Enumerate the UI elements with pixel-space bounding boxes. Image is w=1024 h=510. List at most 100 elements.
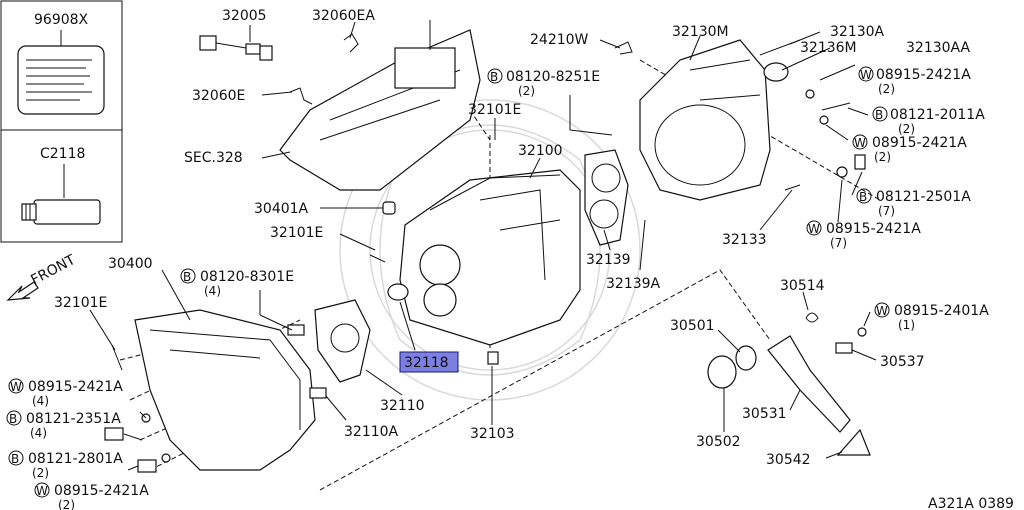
bearing-retainer (314, 299, 371, 383)
callout-part: 08915-2421A (28, 379, 123, 395)
clutch-housing (134, 309, 316, 471)
callout-08915-2421A-e: W 08915-2421A (2) (34, 482, 149, 510)
harness-clip-icon (614, 41, 633, 55)
label-32101E-top: 32101E (468, 102, 521, 118)
callout-qty: (7) (830, 236, 847, 250)
highlight-box[interactable] (399, 351, 459, 373)
callout-qty: (2) (878, 82, 895, 96)
label-32133: 32133 (722, 232, 767, 248)
label-30401A: 30401A (254, 201, 309, 217)
callout-part: 08915-2421A (826, 221, 921, 237)
label-lines (26, 59, 92, 101)
label-32101E-left: 32101E (54, 295, 107, 311)
label-32060E: 32060E (192, 88, 245, 104)
callout-08915-2421A-c: W 08915-2421A (7) (806, 220, 921, 250)
callout-prefix: B (183, 270, 191, 284)
callout-part: 08121-2351A (26, 411, 121, 427)
diagram-code: A321A 0389 (928, 496, 1014, 510)
label-24210W: 24210W (530, 32, 589, 48)
label-32110A: 32110A (344, 424, 399, 440)
dust-boot (836, 428, 871, 456)
label-30400: 30400 (108, 256, 153, 272)
inset-bottom-code: C2118 (40, 146, 85, 162)
callout-prefix: B (11, 452, 19, 466)
label-30531: 30531 (742, 406, 787, 422)
callout-qty: (1) (898, 318, 915, 332)
label-32100: 32100 (518, 143, 563, 159)
callout-part: 08120-8251E (506, 69, 600, 85)
clip-icon (343, 33, 359, 53)
callout-part: 08915-2421A (872, 135, 967, 151)
callout-08915-2401A: W 08915-2401A (1) (874, 302, 989, 332)
inset-panel: 96908X C2118 (0, 0, 123, 243)
callout-prefix: B (859, 190, 867, 204)
clip-bracket-icon (289, 87, 313, 105)
retainer-spring (805, 312, 819, 323)
front-arrow (6, 281, 39, 301)
label-30501: 30501 (670, 318, 715, 334)
callout-prefix: B (490, 70, 498, 84)
label-32139A: 32139A (606, 276, 661, 292)
callout-prefix: W (36, 484, 48, 498)
callout-prefix: B (9, 412, 17, 426)
extension-housing (639, 39, 789, 201)
callout-part: 08915-2421A (54, 483, 149, 499)
label-32130M: 32130M (672, 24, 729, 40)
highlighted-part-label[interactable]: 32118 (404, 355, 449, 371)
callout-prefix: W (854, 136, 866, 150)
callout-qty: (2) (32, 466, 49, 480)
label-32103: 32103 (470, 426, 515, 442)
callout-08915-2421A-d: W 08915-2421A (4) (8, 378, 123, 408)
front-label: FRONT (28, 252, 78, 289)
callout-prefix: W (808, 222, 820, 236)
callout-part: 08915-2421A (876, 67, 971, 83)
oil-seal (387, 283, 409, 301)
label-32101E-mid: 32101E (270, 225, 323, 241)
shift-control-housing (279, 20, 481, 191)
callout-part: 08121-2501A (876, 189, 971, 205)
plug-30401A (382, 201, 396, 215)
label-32005: 32005 (222, 8, 267, 24)
release-bearing (707, 345, 757, 389)
callout-part: 08121-2801A (28, 451, 123, 467)
label-30502: 30502 (696, 434, 741, 450)
bolt-group-right (759, 39, 866, 191)
label-32060EA: 32060EA (312, 8, 375, 24)
callout-08121-2351A: B 08121-2351A (4) (6, 410, 121, 440)
callout-08121-2501A: B 08121-2501A (7) (856, 188, 971, 218)
callout-08915-2421A-b: W 08915-2421A (2) (852, 134, 967, 164)
callout-prefix: B (875, 108, 883, 122)
label-30542: 30542 (766, 452, 811, 468)
callout-08121-2011A: B 08121-2011A (2) (872, 106, 985, 136)
switch-sensor-icon (199, 35, 273, 61)
callout-qty: (4) (204, 284, 221, 298)
callout-08121-2801A: B 08121-2801A (2) (8, 450, 123, 480)
callout-08120-8301E: B 08120-8301E (4) (180, 268, 294, 298)
pivot-pin (835, 342, 853, 354)
callout-part: 08120-8301E (200, 269, 294, 285)
callout-qty: (4) (30, 426, 47, 440)
callout-qty: (2) (898, 122, 915, 136)
callout-qty: (2) (518, 84, 535, 98)
callout-qty: (4) (32, 394, 49, 408)
label-30514: 30514 (780, 278, 825, 294)
label-32130AA: 32130AA (906, 40, 971, 56)
callout-qty: (2) (58, 498, 75, 510)
gasket-plate (584, 149, 629, 246)
callout-part: 08121-2011A (890, 107, 985, 123)
drain-plug (487, 351, 499, 365)
inset-top-code: 96908X (34, 12, 89, 28)
callout-qty: (2) (874, 150, 891, 164)
label-32136M: 32136M (800, 40, 857, 56)
sealant-tube-icon (21, 199, 101, 225)
label-32130A: 32130A (830, 24, 885, 40)
callout-prefix: W (876, 304, 888, 318)
label-plate-icon (17, 45, 105, 115)
callout-prefix: W (10, 380, 22, 394)
leader-lines (89, 21, 877, 471)
callout-qty: (7) (878, 204, 895, 218)
callout-08120-8251E: B 08120-8251E (2) (487, 68, 600, 98)
label-32110: 32110 (380, 398, 425, 414)
bolt-group-left (104, 254, 386, 473)
transmission-case (399, 169, 581, 346)
